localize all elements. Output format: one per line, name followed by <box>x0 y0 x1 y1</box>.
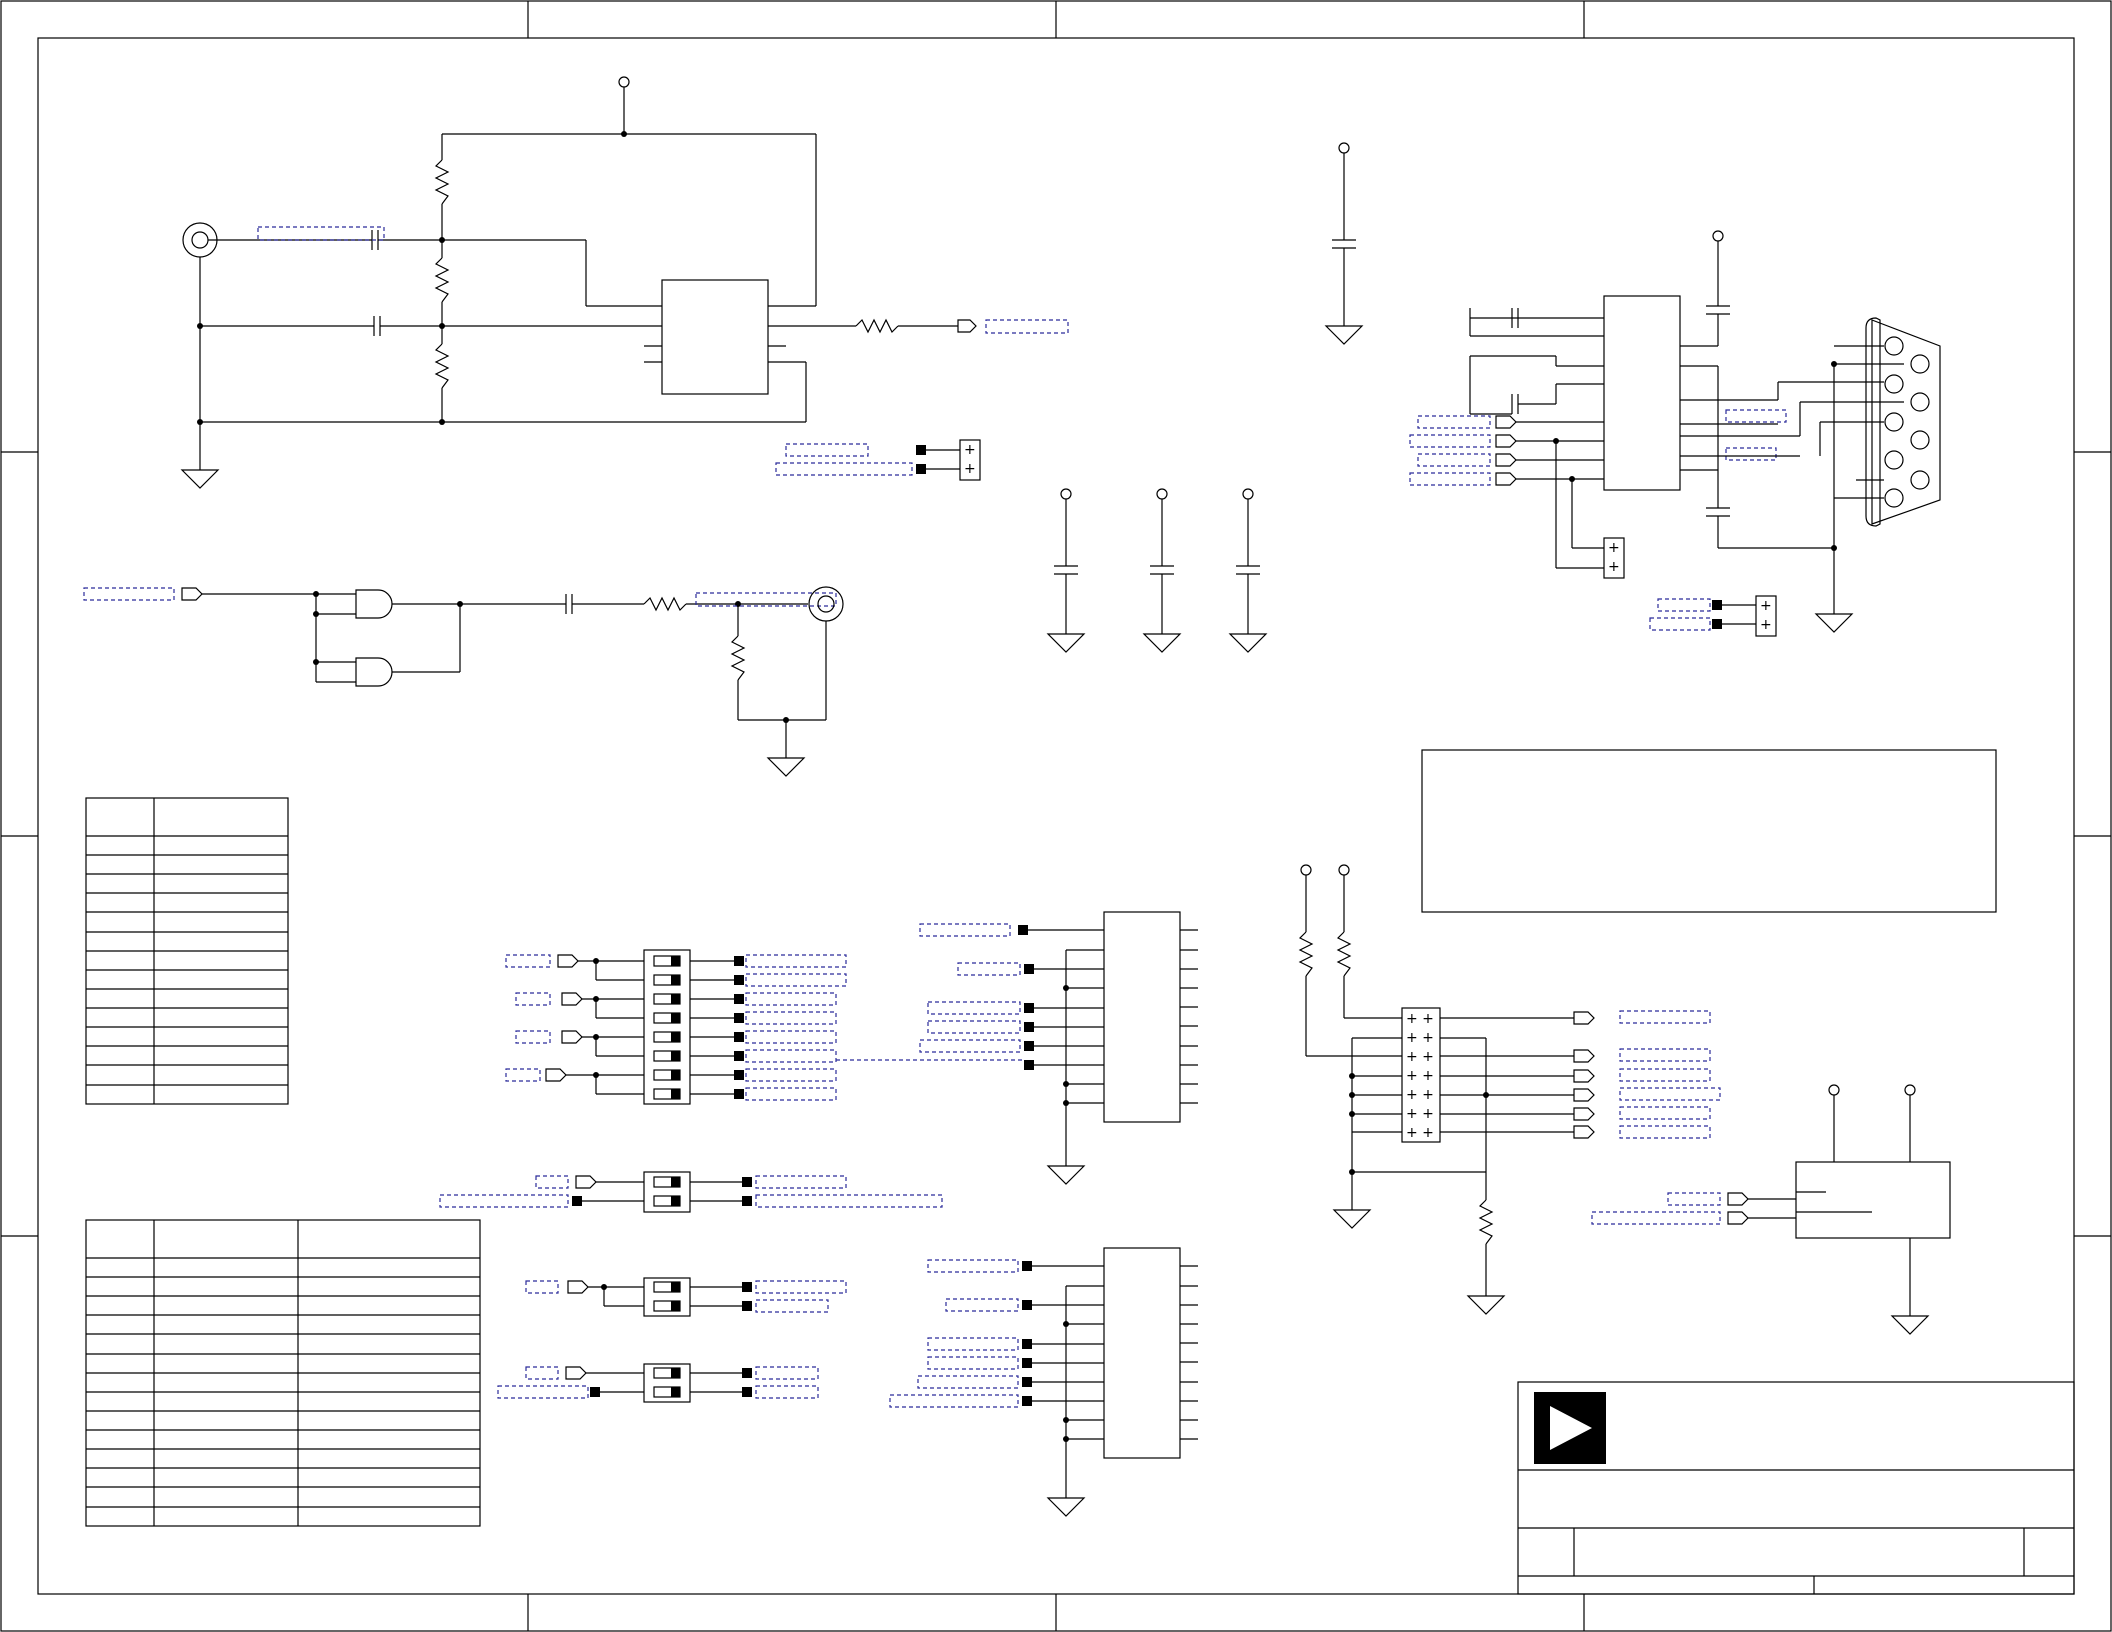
net-label <box>917 1375 1019 1389</box>
net-label <box>927 1337 1019 1351</box>
net-label <box>745 954 847 968</box>
net-label <box>1619 1010 1711 1024</box>
net-label <box>1657 598 1711 612</box>
jumper-block: + + + + + + + + + + + + + + <box>1298 864 1721 1315</box>
net-label <box>745 1087 837 1101</box>
net-label <box>785 443 869 457</box>
net-label <box>889 1394 1019 1408</box>
net-label <box>1619 1125 1711 1139</box>
net-label <box>755 1280 847 1294</box>
net-label <box>515 1030 551 1044</box>
net-label <box>1667 1192 1721 1206</box>
svg-text:+ +: + + <box>1406 1106 1434 1122</box>
gate-driver-circuit <box>83 586 844 777</box>
net-label <box>755 1299 829 1313</box>
table-left-top <box>85 797 289 1105</box>
net-label <box>83 587 175 601</box>
svg-text:+: + <box>1608 559 1620 575</box>
net-label <box>1409 434 1491 448</box>
header-connector-bottom <box>889 1247 1198 1517</box>
net-label <box>927 1020 1021 1034</box>
net-label <box>1409 472 1491 486</box>
net-label <box>1417 415 1491 429</box>
net-label <box>985 319 1069 334</box>
net-label <box>1619 1106 1711 1120</box>
svg-text:+: + <box>1608 540 1620 556</box>
net-label <box>755 1194 943 1208</box>
net-label <box>755 1366 819 1380</box>
input-circuit: + + <box>180 76 1069 489</box>
header-connector-top <box>919 911 1198 1185</box>
net-label <box>919 923 1011 937</box>
net-label <box>927 1259 1019 1273</box>
net-label <box>745 973 847 987</box>
oscillator-module <box>1591 1084 1951 1335</box>
net-label <box>1619 1068 1711 1082</box>
dip-switch-bank <box>505 949 1024 1105</box>
net-label <box>745 1049 837 1063</box>
net-label <box>1417 453 1491 467</box>
net-label <box>497 1385 589 1399</box>
net-label <box>439 1194 569 1208</box>
net-label <box>525 1280 559 1294</box>
svg-text:+ +: + + <box>1406 1068 1434 1084</box>
net-label <box>945 1298 1019 1312</box>
net-label <box>775 462 913 476</box>
svg-text:+ +: + + <box>1406 1030 1434 1046</box>
svg-text:+: + <box>964 461 976 477</box>
net-label <box>1725 447 1777 461</box>
net-label <box>257 226 385 241</box>
net-label <box>1649 617 1711 631</box>
net-label <box>1725 409 1787 423</box>
net-label <box>745 1068 837 1082</box>
net-label <box>515 992 551 1006</box>
table-left-bottom <box>85 1219 481 1527</box>
switch-pair-1 <box>439 1171 943 1213</box>
net-label <box>957 962 1021 976</box>
svg-text:+: + <box>964 442 976 458</box>
play-triangle-logo-icon <box>1534 1392 1606 1464</box>
switch-pair-2 <box>525 1277 847 1317</box>
net-label <box>505 1068 541 1082</box>
net-label <box>927 1356 1019 1370</box>
svg-text:+ +: + + <box>1406 1049 1434 1065</box>
svg-text:+ +: + + <box>1406 1011 1434 1027</box>
decoupling-capacitors <box>1046 142 1364 653</box>
svg-text:+ +: + + <box>1406 1125 1434 1141</box>
net-label <box>755 1385 819 1399</box>
net-label <box>755 1175 847 1189</box>
net-label <box>1619 1048 1711 1062</box>
net-label <box>1619 1087 1721 1101</box>
svg-text:+: + <box>1760 617 1772 633</box>
net-label <box>525 1366 559 1380</box>
net-label <box>919 1039 1021 1053</box>
svg-text:+: + <box>1760 598 1772 614</box>
switch-pair-3 <box>497 1363 819 1403</box>
net-label <box>745 992 837 1006</box>
title-block <box>1517 1381 2075 1595</box>
svg-text:+ +: + + <box>1406 1087 1434 1103</box>
net-label <box>927 1001 1021 1015</box>
net-label <box>535 1175 569 1189</box>
net-label <box>1591 1211 1721 1225</box>
notes-box <box>1421 749 1997 913</box>
net-label <box>745 1030 837 1044</box>
net-label <box>505 954 551 968</box>
serial-interface: + + <box>1409 230 1941 637</box>
net-label <box>695 592 837 607</box>
net-label <box>745 1011 837 1025</box>
